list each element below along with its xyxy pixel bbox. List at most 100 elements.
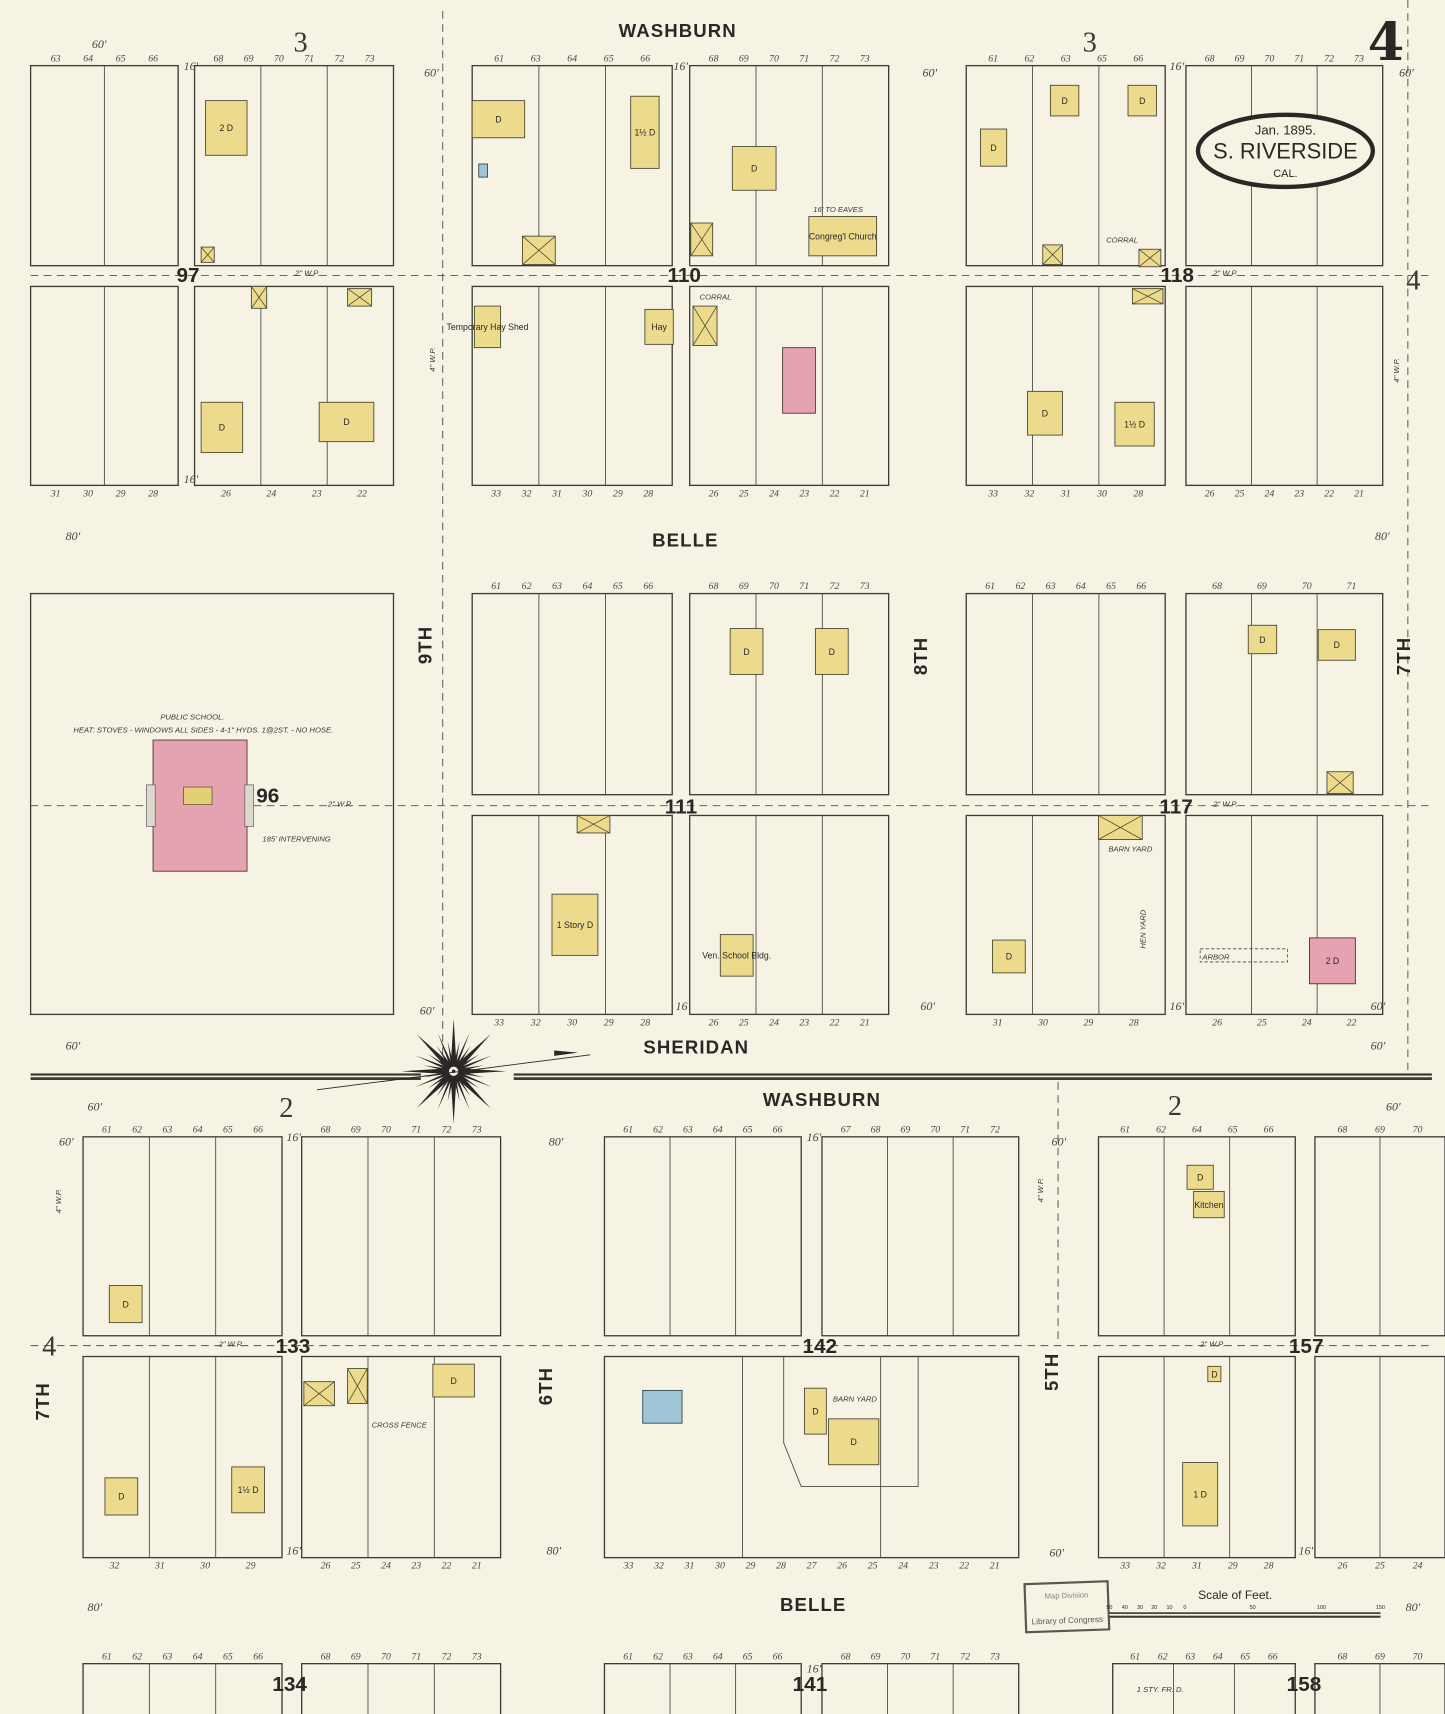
block-outline: [689, 814, 890, 1016]
map-note: 2" W.P.: [1212, 269, 1237, 278]
map-town: S. RIVERSIDE: [1213, 139, 1358, 164]
lot-number: 30: [566, 1017, 577, 1028]
lot-number: 68: [871, 1124, 881, 1135]
block-outline: [471, 285, 673, 487]
map-note: ARBOR: [1201, 953, 1230, 962]
lot-number: 70: [930, 1124, 940, 1135]
map-note: BARN YARD: [1108, 845, 1153, 854]
lot-number: 63: [683, 1651, 693, 1662]
lot-number: 69: [739, 581, 749, 592]
lot-number: 61: [102, 1124, 112, 1135]
dimension-label: 60': [92, 37, 107, 51]
street-label: SHERIDAN: [643, 1037, 749, 1058]
building-label: D: [1042, 409, 1048, 419]
lot-number: 65: [223, 1651, 233, 1662]
dimension-label: 16': [1299, 1543, 1314, 1557]
block-outline: [471, 592, 673, 796]
public-school-building: [152, 739, 248, 872]
lot-number: 70: [1413, 1651, 1423, 1662]
shed-cross: [1042, 244, 1063, 265]
block-outline: [689, 285, 890, 487]
lot-number: 31: [1060, 488, 1071, 499]
lot-number: 28: [1264, 1561, 1274, 1572]
building: [473, 305, 502, 349]
compass-ray: [415, 1055, 455, 1073]
lot-number: 24: [1264, 488, 1274, 499]
block-outline: [689, 64, 890, 267]
building-label: 2 D: [1326, 956, 1340, 966]
compass-ray: [451, 1034, 491, 1074]
lot-number: 30: [82, 488, 93, 499]
block-number: 97: [176, 264, 199, 287]
building-label: D: [812, 1406, 818, 1416]
lot-number: 63: [51, 53, 61, 64]
map-note: 2" W.P.: [294, 269, 319, 278]
compass-ray: [450, 1071, 457, 1124]
building: [104, 1477, 139, 1516]
lot-number: 24: [1413, 1561, 1423, 1572]
building-label: 1 Story D: [557, 920, 593, 930]
lot-number: 23: [799, 1017, 809, 1028]
lot-number: 69: [739, 53, 749, 64]
scale-tick-label: 30: [1137, 1605, 1143, 1611]
lot-number: 65: [116, 53, 126, 64]
lot-number: 70: [769, 581, 779, 592]
building: [808, 216, 878, 257]
building-label: 1½ D: [1124, 419, 1145, 429]
lot-number: 62: [1015, 581, 1025, 592]
lot-number: 25: [351, 1561, 361, 1572]
shed-cross: [522, 235, 556, 265]
building: [992, 939, 1026, 974]
block-outline: [603, 1136, 802, 1337]
building-label: D: [118, 1492, 124, 1502]
sheridan-street-inner: [30, 1075, 421, 1078]
map-state: CAL.: [1273, 168, 1297, 180]
block-outline: [82, 1355, 283, 1559]
lot-number: 66: [1268, 1651, 1278, 1662]
arbor-outline: [1199, 948, 1288, 963]
shed-cross: [1098, 815, 1143, 840]
lot-number: 68: [841, 1651, 851, 1662]
lot-number: 22: [830, 1017, 840, 1028]
block-outline: [1112, 1663, 1296, 1714]
shed-cross: [1132, 288, 1164, 305]
stone-building: [642, 1389, 683, 1424]
building: [644, 308, 674, 345]
lot-number: 70: [900, 1651, 910, 1662]
dimension-label: 16': [673, 59, 688, 73]
building: [205, 100, 248, 156]
lot-number: 65: [1240, 1651, 1250, 1662]
lot-number: 28: [148, 488, 158, 499]
dimension-label: 60': [1371, 999, 1386, 1013]
lot-number: 31: [50, 488, 61, 499]
stamp-line2: Library of Congress: [1032, 1615, 1104, 1626]
lot-number: 71: [1294, 53, 1304, 64]
building-label: D: [123, 1299, 129, 1309]
lot-number: 64: [83, 53, 93, 64]
lot-number: 31: [992, 1017, 1003, 1028]
lot-number: 29: [1228, 1561, 1238, 1572]
block-outline: [965, 592, 1166, 796]
adjoining-sheet-number: 3: [293, 27, 307, 58]
dimension-label: 16': [184, 472, 199, 486]
building: [1182, 1462, 1219, 1527]
lot-number: 71: [1347, 581, 1357, 592]
lot-number: 61: [985, 581, 995, 592]
building: [1207, 1365, 1222, 1383]
building: [1127, 84, 1157, 117]
lot-number: 24: [898, 1561, 908, 1572]
building-label: Ven. School Bldg.: [702, 951, 771, 961]
lot-number: 61: [623, 1651, 633, 1662]
building-label: D: [1061, 96, 1067, 106]
lot-number: 63: [1061, 53, 1071, 64]
lot-number: 68: [1338, 1124, 1348, 1135]
lot-number: 26: [709, 1017, 719, 1028]
sheet-number: 4: [1368, 12, 1405, 73]
map-note: 1 STY. FR. D.: [1137, 1685, 1184, 1694]
scale-tick-label: 10: [1167, 1605, 1173, 1611]
lot-number: 72: [1324, 53, 1334, 64]
lot-number: 22: [1324, 488, 1334, 499]
lot-number: 73: [472, 1124, 482, 1135]
compass-ray: [452, 1041, 460, 1072]
